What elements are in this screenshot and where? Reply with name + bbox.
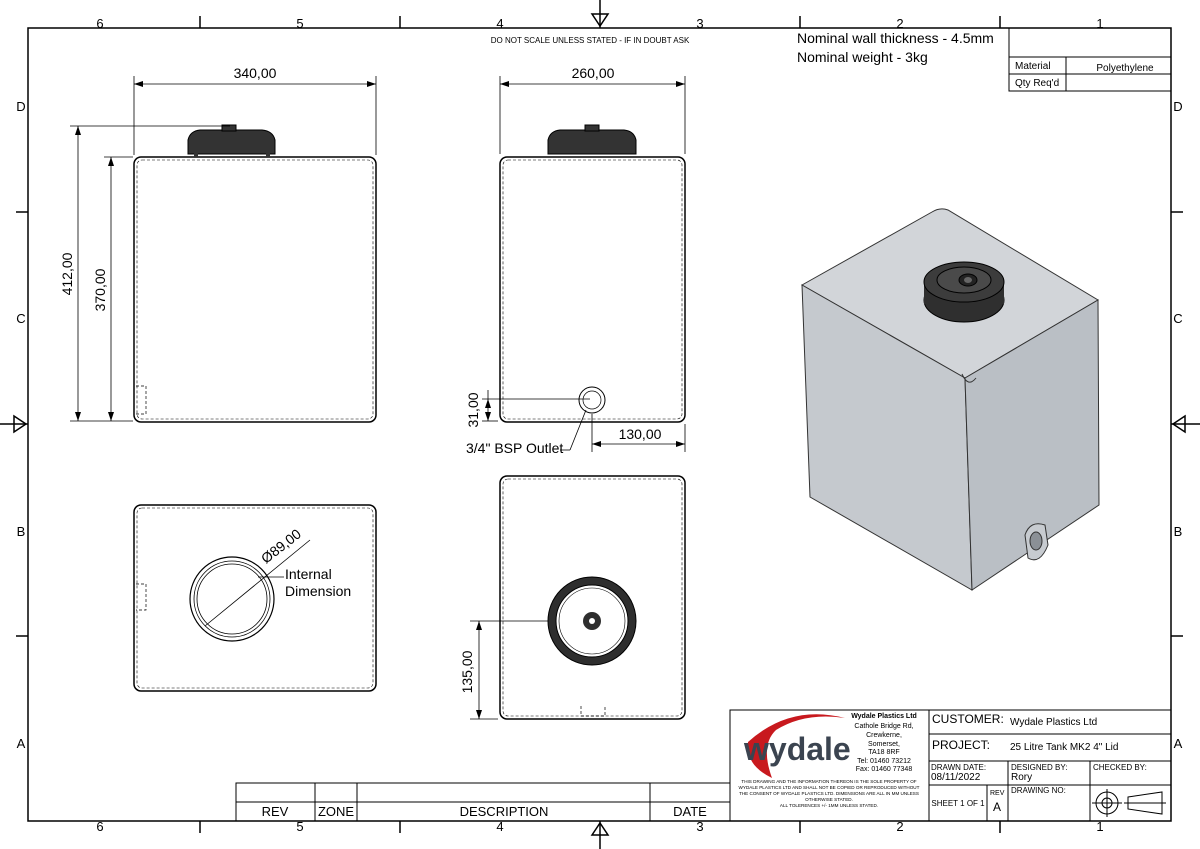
telephone: Tel: 01460 73212	[857, 758, 911, 765]
zone-col-2-bottom: 2	[896, 819, 903, 834]
company-logo: wydale	[743, 731, 851, 767]
zone-ticks	[16, 16, 1183, 833]
zone-row-d-right: D	[1173, 99, 1182, 114]
sheet-number: SHEET 1 OF 1	[931, 799, 985, 808]
dim-outlet-offset: 130,00	[619, 426, 662, 442]
rev-value: A	[993, 800, 1001, 814]
disclaimer-line-2: WYDALE PLASTICS LTD AND SHALL NOT BE COP…	[739, 785, 920, 790]
dim-front-width: 340,00	[234, 65, 277, 81]
zone-row-d-left: D	[16, 99, 25, 114]
side-view	[482, 76, 686, 452]
zone-col-3-top: 3	[696, 16, 703, 31]
drawn-date-label: DRAWN DATE:	[931, 763, 986, 772]
address-line-2: Crewkerne,	[866, 732, 902, 739]
address-line-1: Cathole Bridge Rd,	[854, 723, 913, 730]
disclaimer-line-3: THE CONSENT OF WYDALE PLASTICS LTD. DIME…	[739, 791, 919, 796]
description-header: DESCRIPTION	[460, 804, 549, 819]
dim-lid-diameter: Ø89,00	[258, 525, 304, 566]
designed-by-value: Rory	[1011, 772, 1032, 783]
zone-col-5-top: 5	[296, 16, 303, 31]
zone-row-c-left: C	[16, 311, 25, 326]
project-value: 25 Litre Tank MK2 4" Lid	[1010, 742, 1118, 753]
checked-by-label: CHECKED BY:	[1093, 763, 1147, 772]
isometric-view	[800, 208, 1100, 591]
top-view-section	[133, 504, 377, 692]
disclaimer-line-5: ALL TOLERENCES +/- 1MM UNLESS STATED.	[780, 803, 878, 808]
outlet-label: 3/4" BSP Outlet	[466, 440, 563, 456]
rev-label: REV	[990, 790, 1005, 797]
qty-label: Qty Req'd	[1015, 78, 1059, 89]
fax: Fax: 01460 77348	[856, 766, 913, 773]
zone-col-1-bottom: 1	[1096, 819, 1103, 834]
zone-col-1-top: 1	[1096, 16, 1103, 31]
material-value: Polyethylene	[1096, 63, 1154, 74]
disclaimer-line-1: THIS DRAWING AND THE INFORMATION THEREON…	[741, 779, 916, 784]
date-header: DATE	[673, 804, 707, 819]
project-label: PROJECT:	[932, 738, 990, 752]
dim-overall-height: 412,00	[59, 252, 75, 295]
dim-side-width: 260,00	[572, 65, 615, 81]
dim-outlet-height: 31,00	[465, 392, 481, 427]
zone-col-6-top: 6	[96, 16, 103, 31]
internal-label-line2: Dimension	[285, 583, 351, 599]
zone-col-3-bottom: 3	[696, 819, 703, 834]
drawn-date-value: 08/11/2022	[931, 772, 981, 783]
wall-thickness-note: Nominal wall thickness - 4.5mm	[797, 30, 994, 46]
disclaimer-line-4: OTHERWISE STATED.	[805, 797, 853, 802]
weight-note: Nominal weight - 3kg	[797, 49, 928, 65]
customer-value: Wydale Plastics Ltd	[1010, 717, 1097, 728]
dim-body-height: 370,00	[92, 268, 108, 311]
projection-symbol-icon	[1092, 789, 1166, 817]
zone-col-6-bottom: 6	[96, 819, 103, 834]
zone-row-c-right: C	[1173, 311, 1182, 326]
zone-col-2-top: 2	[896, 16, 903, 31]
zone-row-b-left: B	[17, 524, 26, 539]
zone-col-4-bottom: 4	[496, 819, 503, 834]
internal-label-line1: Internal	[285, 566, 332, 582]
zone-row-b-right: B	[1174, 524, 1183, 539]
address-line-3: Somerset,	[868, 741, 900, 748]
material-table	[1008, 28, 1172, 92]
zone-row-a-left: A	[17, 736, 26, 751]
material-label: Material	[1015, 61, 1051, 72]
address-line-4: TA18 8RF	[868, 749, 899, 756]
front-view	[70, 76, 377, 423]
zone-col-5-bottom: 5	[296, 819, 303, 834]
drawing-no-label: DRAWING NO:	[1011, 786, 1066, 795]
top-view	[470, 475, 686, 720]
zone-header: ZONE	[318, 804, 354, 819]
designed-by-label: DESIGNED BY:	[1011, 763, 1067, 772]
scale-note: DO NOT SCALE UNLESS STATED - IF IN DOUBT…	[491, 36, 690, 45]
logo-swoosh	[747, 714, 845, 778]
customer-label: CUSTOMER:	[932, 712, 1004, 726]
company-name: Wydale Plastics Ltd	[851, 713, 917, 720]
rev-header: REV	[262, 804, 289, 819]
title-block	[729, 709, 1172, 822]
dim-lid-offset: 135,00	[459, 650, 475, 693]
zone-col-4-top: 4	[496, 16, 503, 31]
zone-row-a-right: A	[1174, 736, 1183, 751]
